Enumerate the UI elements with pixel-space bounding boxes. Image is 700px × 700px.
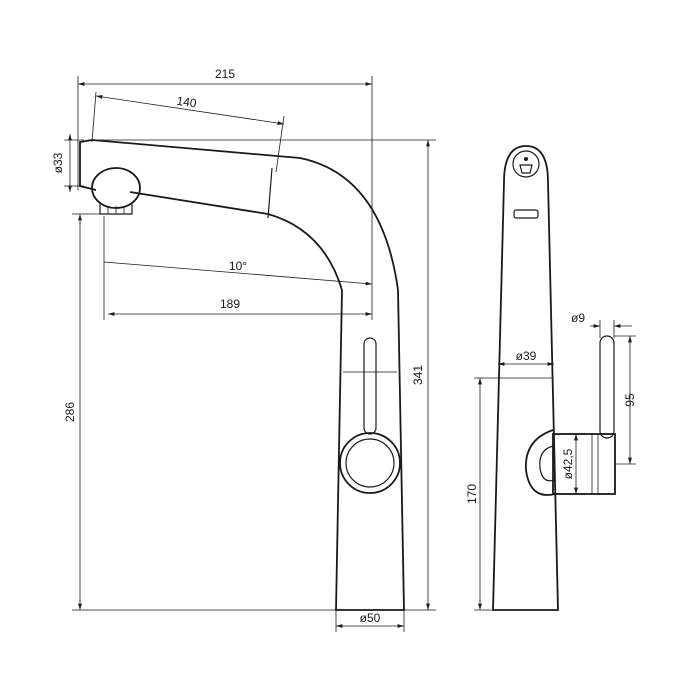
dim-lever-diameter: ø9 — [571, 311, 585, 325]
dim-body-diameter: ø39 — [516, 349, 537, 363]
spray-head — [79, 139, 97, 191]
front-lever — [599, 335, 615, 439]
front-outlet — [513, 209, 539, 219]
dim-base-diameter: ø50 — [360, 611, 381, 625]
front-body — [492, 181, 559, 611]
spray-mode-icon — [524, 157, 528, 161]
cartridge-outer — [339, 432, 401, 494]
faucet-body — [335, 289, 405, 611]
dim-outlet-height: 286 — [63, 402, 77, 422]
dim-cartridge-diameter: ø42,5 — [561, 448, 575, 479]
pullout-joint-line — [267, 167, 273, 219]
dim-lever-axis-height: 170 — [465, 484, 479, 504]
front-spray-button — [512, 150, 540, 178]
spout-arm-outer — [91, 139, 399, 291]
front-spray-head — [503, 145, 549, 183]
side-view: 215 140 ø33 10° 189 286 341 ø50 — [51, 67, 436, 632]
dim-spray-diameter: ø33 — [51, 152, 65, 173]
front-view: ø9 ø39 95 ø42,5 170 — [465, 145, 637, 611]
dim-lever-height: 95 — [623, 393, 637, 407]
front-cartridge-arc — [525, 429, 556, 496]
dim-spout-reach: 189 — [220, 297, 240, 311]
dim-total-height: 341 — [411, 365, 425, 385]
cartridge-inner — [345, 438, 395, 488]
dim-overall-width: 215 — [215, 67, 235, 81]
spray-nozzle — [91, 167, 141, 209]
dim-spout-angle: 10° — [229, 259, 247, 273]
front-cartridge-body — [552, 433, 616, 495]
lever-handle — [363, 337, 377, 435]
dim-spout-length: 140 — [176, 94, 198, 111]
spout-arm-inner — [129, 191, 343, 291]
